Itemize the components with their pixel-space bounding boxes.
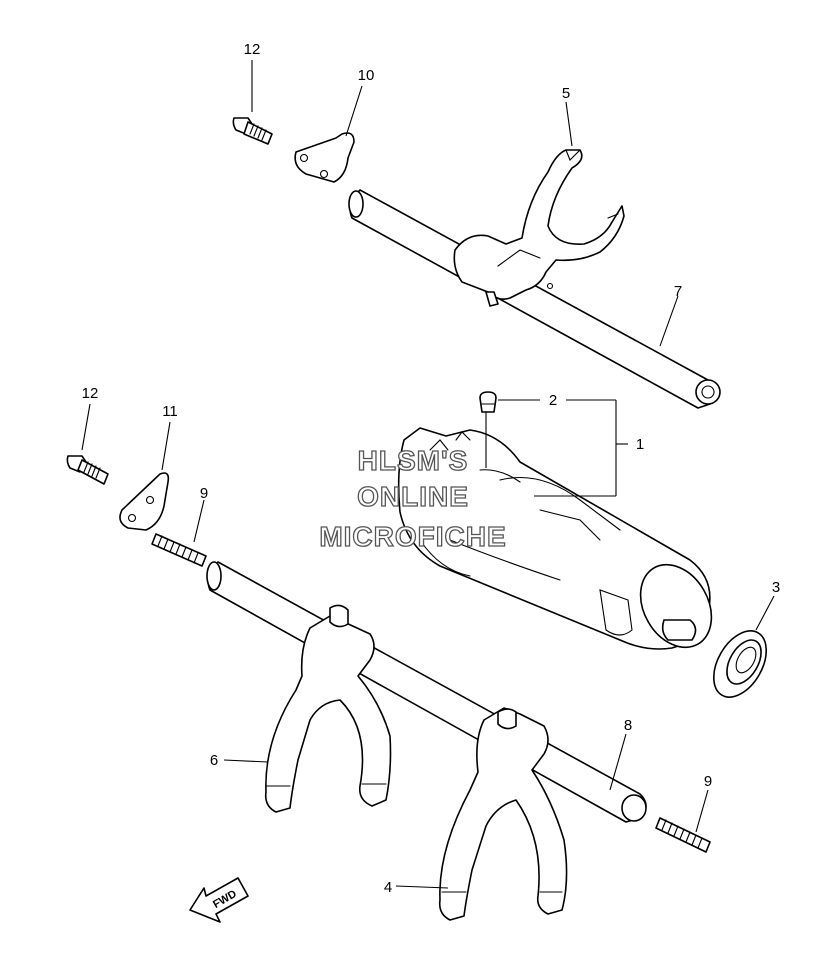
callout-9-left: 9 <box>200 485 208 502</box>
watermark: HLSM'S ONLINE MICROFICHE <box>319 444 507 552</box>
leader-lines <box>81 60 775 889</box>
shift-fork-upper <box>453 149 625 307</box>
spring-left <box>151 533 207 567</box>
shift-shaft-upper <box>348 189 721 409</box>
bearing <box>712 630 768 698</box>
callout-2: 2 <box>549 392 557 409</box>
plate-upper <box>294 132 355 183</box>
fwd-arrow-icon: FWD <box>189 877 249 923</box>
callout-7: 7 <box>674 283 682 300</box>
watermark-line-3: MICROFICHE <box>319 521 506 552</box>
shift-fork-right <box>438 707 568 921</box>
shift-drum <box>397 427 713 650</box>
spring-right <box>655 817 711 853</box>
drum-pin <box>479 391 497 413</box>
callout-9-right: 9 <box>704 773 712 790</box>
callouts: 12 10 5 7 12 11 9 2 1 3 8 6 9 4 <box>82 41 781 896</box>
callout-12-lower: 12 <box>82 385 99 402</box>
callout-10: 10 <box>358 67 375 84</box>
callout-6: 6 <box>210 752 218 769</box>
callout-4: 4 <box>384 879 392 896</box>
watermark-line-2: ONLINE <box>357 481 469 512</box>
callout-3: 3 <box>772 579 780 596</box>
shift-fork-left <box>264 604 392 813</box>
callout-1: 1 <box>636 436 644 453</box>
bolt-upper <box>232 117 273 145</box>
callout-11: 11 <box>162 403 178 420</box>
callout-5: 5 <box>562 85 570 102</box>
callout-8: 8 <box>624 717 632 734</box>
callout-12-upper: 12 <box>244 41 261 58</box>
bolt-lower <box>66 455 109 485</box>
plate-lower <box>119 472 170 531</box>
watermark-line-1: HLSM'S <box>358 445 469 476</box>
